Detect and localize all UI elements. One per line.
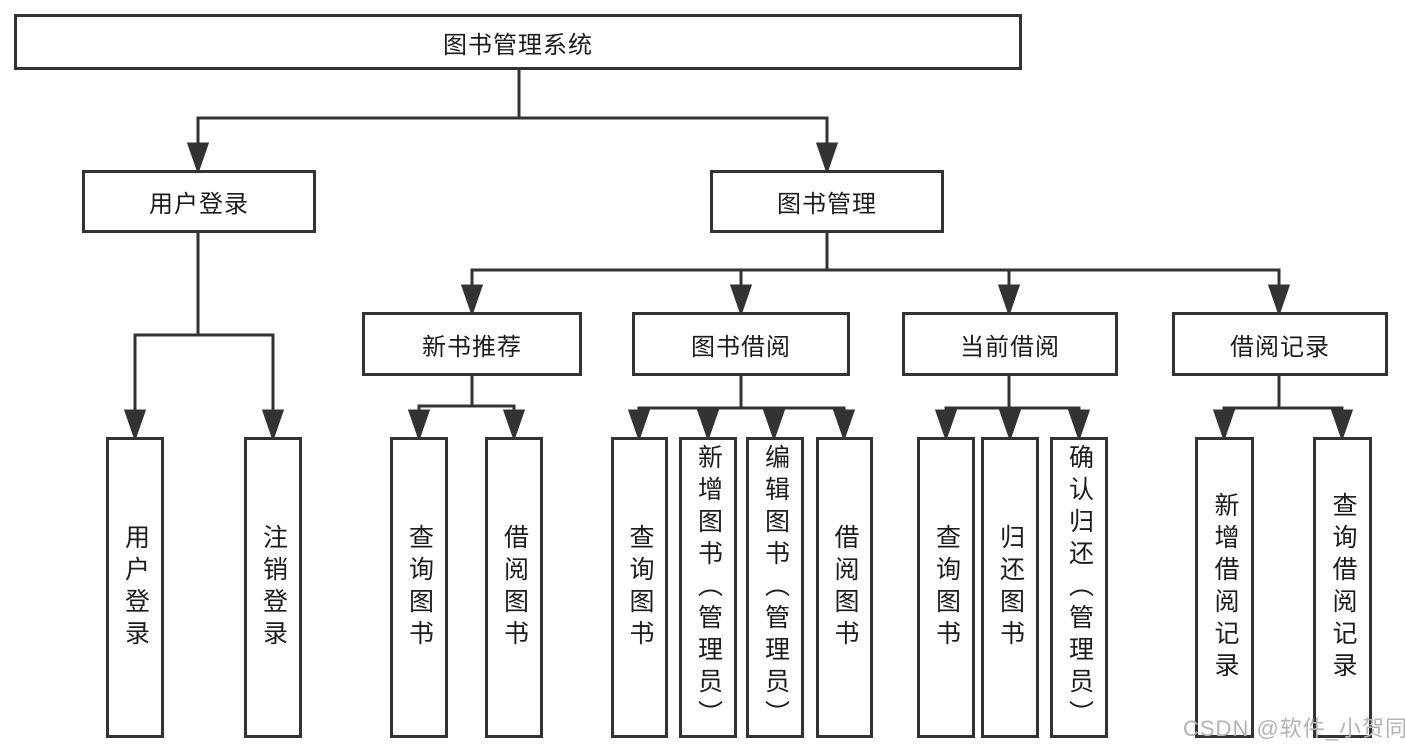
node-borrowing-records: 借阅记录: [1172, 312, 1388, 376]
node-book-borrowing: 图书借阅: [632, 312, 850, 376]
node-new-book-recommend: 新书推荐: [362, 312, 582, 376]
node-label: 图书管理系统: [443, 31, 593, 59]
leaf-record-add-borrow-record: 新增借阅记录: [1195, 437, 1254, 738]
node-label: 查询图书: [932, 523, 961, 652]
node-label: 查询图书: [405, 523, 434, 652]
node-label: 用户登录: [149, 191, 249, 218]
csdn-watermark: CSDN @软件_小贺同学: [1183, 716, 1405, 741]
connector-book-management-children: [460, 233, 1291, 317]
connector-borrow-record-children: [1212, 376, 1354, 442]
leaf-borrow-edit-books-admin: 编辑图书（管理员）: [746, 437, 804, 738]
node-label: 借阅图书: [500, 523, 529, 652]
leaf-borrow-borrow-books: 借阅图书: [816, 437, 873, 738]
leaf-user-login: 用户登录: [106, 437, 164, 738]
node-label: 当前借阅: [960, 333, 1060, 361]
connector-user-login-children: [123, 233, 285, 442]
connector-current-borrow-children: [934, 376, 1091, 442]
leaf-borrow-add-books-admin: 新增图书（管理员）: [679, 437, 737, 738]
node-label: 查询借阅记录: [1329, 491, 1357, 684]
node-library-management-system: 图书管理系统: [14, 14, 1022, 70]
node-user-login: 用户登录: [82, 170, 316, 233]
node-label: 新增图书（管理员）: [694, 443, 723, 732]
node-label: 借阅记录: [1230, 333, 1330, 361]
connector-root-to-level2: [186, 70, 839, 175]
leaf-logout: 注销登录: [244, 437, 302, 738]
node-book-management: 图书管理: [710, 170, 944, 233]
leaf-current-confirm-return-admin: 确认归还（管理员）: [1050, 437, 1108, 738]
leaf-borrow-query-books: 查询图书: [611, 437, 668, 738]
node-label: 用户登录: [121, 523, 150, 652]
leaf-record-query-borrow-record: 查询借阅记录: [1313, 437, 1372, 738]
node-label: 归还图书: [996, 523, 1025, 652]
node-label: 新书推荐: [422, 333, 522, 361]
node-label: 图书管理: [777, 191, 877, 218]
node-label: 图书借阅: [691, 333, 791, 361]
connector-new-book-children: [407, 376, 526, 442]
leaf-newbook-borrow-books: 借阅图书: [485, 437, 543, 738]
node-label: 查询图书: [626, 523, 654, 652]
node-current-borrowing: 当前借阅: [902, 312, 1118, 376]
node-label: 注销登录: [259, 523, 288, 652]
leaf-current-return-books: 归还图书: [981, 437, 1039, 738]
node-label: 编辑图书（管理员）: [761, 443, 790, 732]
node-label: 借阅图书: [831, 523, 859, 652]
leaf-newbook-query-books: 查询图书: [390, 437, 448, 738]
leaf-current-query-books: 查询图书: [917, 437, 975, 738]
node-label: 新增借阅记录: [1211, 491, 1239, 684]
node-label: 确认归还（管理员）: [1065, 443, 1094, 732]
connector-book-borrow-children: [627, 376, 856, 442]
